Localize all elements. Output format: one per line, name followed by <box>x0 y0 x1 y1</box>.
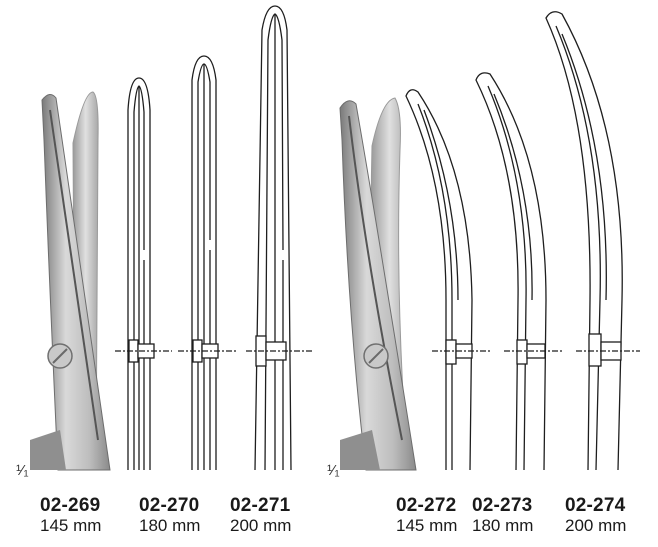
item-label-02-274: 02-274 200 mm <box>565 495 626 536</box>
item-length: 180 mm <box>472 516 534 535</box>
straight-blade-02-272 <box>246 5 312 471</box>
item-label-02-273: 02-273 180 mm <box>472 495 533 536</box>
item-label-02-271: 02-271 200 mm <box>230 495 291 536</box>
item-label-02-272: 02-272 145 mm <box>396 495 457 536</box>
curved-blade-02-275 <box>545 11 640 471</box>
item-code: 02-271 <box>230 495 291 516</box>
straight-blade-02-271 <box>178 55 236 470</box>
straight-blade-02-270 <box>115 77 172 470</box>
curved-blade-02-273 <box>405 89 490 471</box>
item-length: 200 mm <box>230 516 292 535</box>
item-code: 02-273 <box>472 495 533 516</box>
curved-scissors-photo <box>339 97 417 471</box>
straight-scissors-photo <box>30 91 111 471</box>
item-code: 02-269 <box>40 495 101 516</box>
item-length: 145 mm <box>40 516 102 535</box>
scale-mark-right: ¹⁄₁ <box>327 462 340 479</box>
item-length: 180 mm <box>139 516 201 535</box>
item-code: 02-274 <box>565 495 626 516</box>
item-length: 200 mm <box>565 516 627 535</box>
item-code: 02-272 <box>396 495 457 516</box>
item-label-02-269: 02-269 145 mm <box>40 495 101 536</box>
scale-mark-left: ¹⁄₁ <box>16 462 29 479</box>
curved-blade-02-274 <box>475 72 562 471</box>
item-label-02-270: 02-270 180 mm <box>139 495 200 536</box>
item-length: 145 mm <box>396 516 458 535</box>
item-code: 02-270 <box>139 495 200 516</box>
